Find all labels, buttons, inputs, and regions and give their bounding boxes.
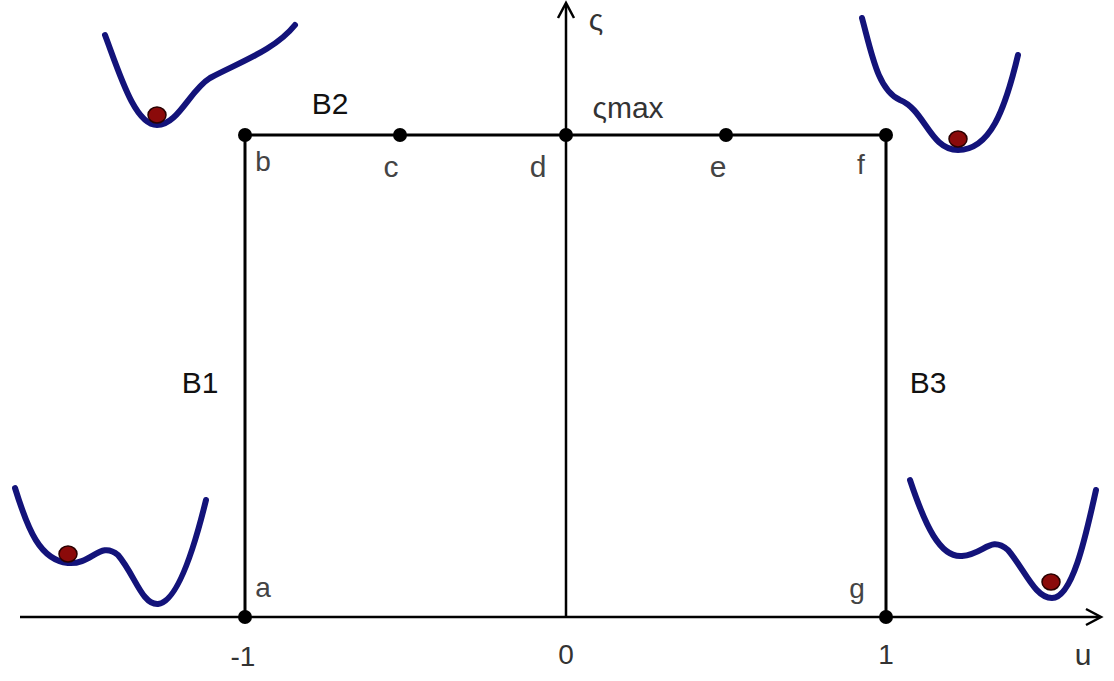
tick-label: 1: [878, 641, 894, 669]
potential-curve: [105, 25, 295, 125]
point: [393, 128, 407, 142]
branch-label: B2: [312, 89, 349, 119]
ball: [949, 131, 967, 147]
point: [559, 128, 573, 142]
point-label: b: [255, 148, 271, 176]
s-axis: [565, 4, 568, 617]
point: [719, 128, 733, 142]
branch-label: B3: [910, 368, 947, 398]
ball: [1042, 574, 1060, 590]
point-label: f: [857, 151, 865, 179]
s-arrowhead: [558, 3, 574, 18]
branch-label: B1: [182, 368, 219, 398]
point-label: g: [849, 575, 865, 603]
point: [879, 610, 893, 624]
point: [238, 610, 252, 624]
axes: [20, 3, 1101, 625]
ball: [148, 107, 166, 123]
path-points: [238, 128, 893, 624]
point-label: a: [255, 574, 271, 602]
tick-label: -1: [231, 643, 256, 671]
point: [238, 128, 252, 142]
axis-label: u: [1075, 640, 1092, 670]
axis-value: ςmax: [592, 93, 663, 123]
ball: [59, 546, 77, 562]
point: [879, 128, 893, 142]
balls: [59, 107, 1060, 590]
potential-curve: [862, 18, 1018, 150]
point-label: d: [530, 152, 547, 182]
tick-label: 0: [558, 641, 574, 669]
point-label: c: [384, 152, 399, 182]
potential-curve: [910, 480, 1096, 598]
u-axis: [20, 616, 1100, 619]
point-label: e: [710, 152, 727, 182]
path-rectangle: [245, 135, 886, 617]
u-arrowhead: [1086, 609, 1101, 625]
potential-curve: [15, 488, 206, 604]
potential-curves: [15, 18, 1096, 604]
axis-label: ς: [589, 5, 603, 35]
